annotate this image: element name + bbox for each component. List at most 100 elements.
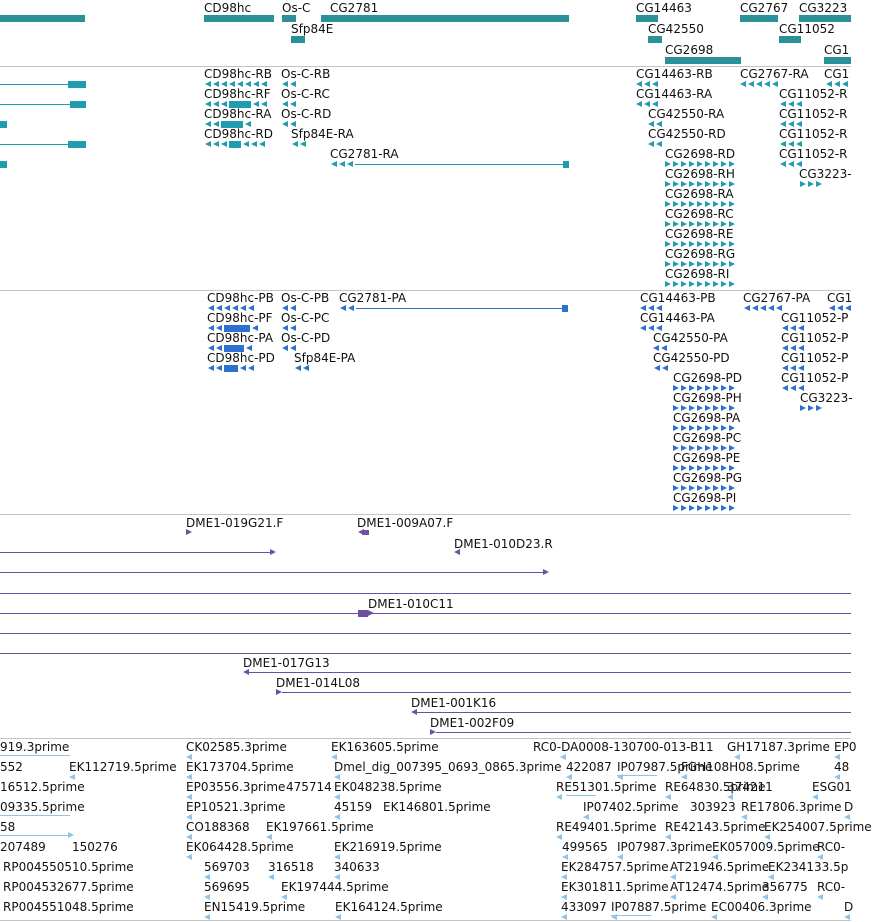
feature-label[interactable]: CG14463-RA — [636, 87, 713, 101]
feature-bar[interactable] — [282, 15, 296, 22]
feature-label[interactable]: CD98hc-PF — [207, 311, 273, 325]
feature-label[interactable]: 433097 — [561, 900, 607, 914]
feature-label[interactable]: Os-C — [282, 1, 311, 15]
feature-label[interactable]: 569695 — [204, 880, 250, 894]
feature-label[interactable]: CG42550-RD — [648, 127, 726, 141]
feature-label[interactable]: CD98hc — [204, 1, 252, 15]
feature-label[interactable]: IP07887.5prime — [611, 900, 707, 914]
feature-label[interactable]: 303923 — [690, 800, 736, 814]
feature-label[interactable]: CG11052-P — [781, 351, 849, 365]
feature-label[interactable]: AT21946.5prime — [670, 860, 770, 874]
feature-label[interactable]: Os-C-RB — [281, 67, 331, 81]
feature-label[interactable]: CG42550-RA — [648, 107, 725, 121]
feature-label[interactable]: CG2767-RA — [740, 67, 809, 81]
feature-label[interactable]: EK197661.5prime — [266, 820, 374, 834]
feature-bar[interactable] — [224, 325, 250, 332]
feature-label[interactable]: EK234133.5p — [768, 860, 849, 874]
feature-label[interactable]: RP004532677.5prime — [3, 880, 134, 894]
feature-label[interactable]: DME1-014L08 — [276, 676, 360, 690]
feature-label[interactable]: EK284757.5prime — [561, 860, 669, 874]
feature-label[interactable]: CG2767-PA — [743, 291, 811, 305]
feature-label[interactable]: CG11052 — [779, 22, 835, 36]
feature-label[interactable]: D — [844, 900, 854, 914]
feature-label[interactable]: Sfp84E — [291, 22, 334, 36]
feature-bar[interactable] — [321, 15, 569, 22]
feature-label[interactable]: 45159 — [334, 800, 373, 814]
feature-bar[interactable] — [824, 57, 851, 64]
feature-label[interactable]: GH17187.3prime — [727, 740, 830, 754]
feature-label[interactable]: 374211 — [727, 780, 773, 794]
feature-bar[interactable] — [68, 81, 86, 88]
feature-label[interactable]: 16512.5prime — [0, 780, 85, 794]
feature-label[interactable]: EK048238.5prime — [334, 780, 442, 794]
feature-label[interactable]: FGH108H08.5prime — [681, 760, 800, 774]
feature-label[interactable]: RP004551048.5prime — [3, 900, 134, 914]
feature-bar[interactable] — [224, 345, 244, 352]
feature-label[interactable]: CD98hc-RA — [204, 107, 272, 121]
feature-label[interactable]: CG11052-R — [779, 147, 848, 161]
feature-label[interactable]: EP0 — [834, 740, 857, 754]
feature-label[interactable]: AT12474.5prime — [670, 880, 770, 894]
feature-label[interactable]: CG2781 — [330, 1, 379, 15]
feature-label[interactable]: RE49401.5prime — [556, 820, 657, 834]
feature-bar[interactable] — [362, 530, 369, 535]
feature-label[interactable]: 552 — [0, 760, 23, 774]
feature-label[interactable]: CG2698 — [665, 43, 714, 57]
feature-label[interactable]: Os-C-PB — [281, 291, 330, 305]
feature-bar[interactable] — [562, 305, 568, 312]
feature-label[interactable]: RE64830.5prime — [665, 780, 766, 794]
feature-label[interactable]: EK173704.5prime — [186, 760, 294, 774]
feature-label[interactable]: 316518 — [268, 860, 314, 874]
feature-label[interactable]: DME1-001K16 — [411, 696, 497, 710]
feature-bar[interactable] — [70, 101, 86, 108]
feature-label[interactable]: RC0- — [817, 840, 846, 854]
feature-bar[interactable] — [665, 57, 741, 64]
feature-label[interactable]: RE17806.3prime — [741, 800, 842, 814]
feature-label[interactable]: CG1 — [824, 43, 850, 57]
feature-label[interactable]: CG42550-PA — [653, 331, 728, 345]
feature-bar[interactable] — [358, 610, 368, 617]
feature-label[interactable]: Dmel_dig_007395_0693_0865.3prime — [334, 760, 562, 774]
feature-bar[interactable] — [221, 121, 243, 128]
feature-label[interactable]: CG2698-RI — [665, 267, 730, 281]
feature-label[interactable]: ESG01 — [812, 780, 852, 794]
feature-label[interactable]: CG11052-P — [781, 311, 849, 325]
feature-label[interactable]: EK164124.5prime — [335, 900, 443, 914]
feature-label[interactable]: EK112719.5prime — [69, 760, 177, 774]
feature-label[interactable]: CG2698-RH — [665, 167, 735, 181]
feature-label[interactable]: 499565 — [562, 840, 608, 854]
feature-bar[interactable] — [563, 161, 569, 168]
feature-label[interactable]: CD98hc-RF — [204, 87, 271, 101]
feature-label[interactable]: EK216919.5prime — [334, 840, 442, 854]
feature-label[interactable]: IP07987.3prime — [617, 840, 713, 854]
feature-label[interactable]: CK02585.3prime — [186, 740, 287, 754]
feature-bar[interactable] — [229, 101, 251, 108]
feature-label[interactable]: EK197444.5prime — [281, 880, 389, 894]
feature-label[interactable]: IP07987.5prime — [617, 760, 713, 774]
feature-label[interactable]: CG2698-PH — [673, 391, 742, 405]
feature-label[interactable]: CG2781-RA — [330, 147, 399, 161]
feature-label[interactable]: 422087 — [566, 760, 612, 774]
feature-label[interactable]: CG3223- — [800, 391, 853, 405]
feature-label[interactable]: EN15419.5prime — [204, 900, 306, 914]
feature-label[interactable]: IP07402.5prime — [583, 800, 679, 814]
feature-label[interactable]: 150276 — [72, 840, 118, 854]
feature-label[interactable]: 58 — [0, 820, 16, 834]
feature-label[interactable]: CG2698-RA — [665, 187, 734, 201]
feature-label[interactable]: CG1 — [824, 67, 850, 81]
feature-label[interactable]: CG2698-PE — [673, 451, 741, 465]
feature-label[interactable]: 48 — [834, 760, 850, 774]
feature-label[interactable]: 919.3prime — [0, 740, 70, 754]
feature-label[interactable]: 09335.5prime — [0, 800, 85, 814]
feature-label[interactable]: CG11052-P — [781, 371, 849, 385]
feature-label[interactable]: DME1-002F09 — [430, 716, 515, 730]
feature-label[interactable]: EK064428.5prime — [186, 840, 294, 854]
feature-label[interactable]: EK163605.5prime — [331, 740, 439, 754]
feature-label[interactable]: RE51301.5prime — [556, 780, 657, 794]
feature-bar[interactable] — [648, 36, 662, 43]
feature-label[interactable]: CG2698-RE — [665, 227, 734, 241]
feature-label[interactable]: CG42550 — [648, 22, 704, 36]
feature-label[interactable]: Sfp84E-PA — [294, 351, 356, 365]
feature-bar[interactable] — [799, 15, 851, 22]
feature-label[interactable]: EP10521.3prime — [186, 800, 286, 814]
